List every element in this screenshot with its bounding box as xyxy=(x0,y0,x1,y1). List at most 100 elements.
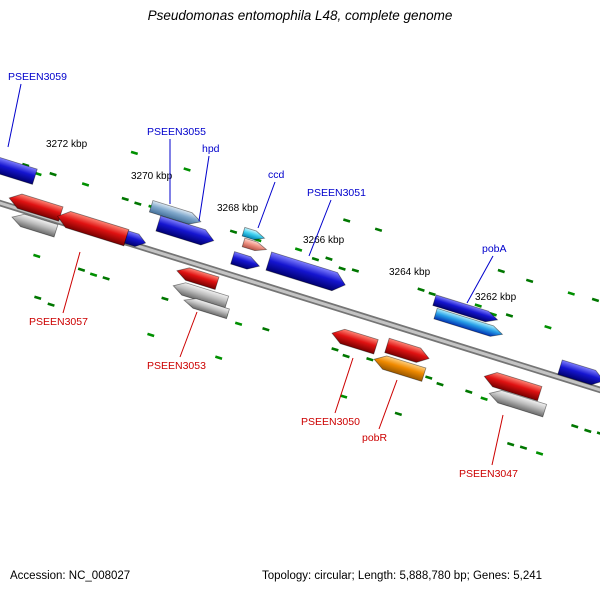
minor-feature-dash xyxy=(49,171,57,177)
minor-feature-dash xyxy=(519,445,528,450)
minor-feature-dash xyxy=(535,451,544,456)
gene-label[interactable]: PSEEN3050 xyxy=(301,416,360,428)
minor-feature-dash xyxy=(425,375,433,380)
minor-feature-dash xyxy=(89,272,98,277)
minor-feature-dash xyxy=(262,326,270,332)
gene-arrow[interactable] xyxy=(0,154,38,185)
minor-feature-dash xyxy=(571,423,579,429)
minor-feature-dash xyxy=(544,324,552,330)
minor-feature-dash xyxy=(506,441,515,447)
minor-feature-dash xyxy=(338,266,346,271)
minor-feature-dash xyxy=(130,150,139,156)
minor-feature-dash xyxy=(81,182,90,187)
minor-feature-dash xyxy=(331,347,339,352)
minor-feature-dash xyxy=(183,167,191,172)
minor-feature-dash xyxy=(591,297,600,303)
gene-arrow[interactable] xyxy=(171,279,230,310)
minor-feature-dash xyxy=(342,218,351,223)
minor-feature-dash xyxy=(229,229,238,235)
gene-arrow[interactable] xyxy=(241,226,266,242)
minor-feature-dash xyxy=(339,394,348,399)
label-leader-line xyxy=(308,199,332,257)
gene-arrow[interactable] xyxy=(241,237,268,254)
minor-feature-dash xyxy=(77,267,86,272)
minor-feature-dash xyxy=(342,353,350,359)
gene-arrow[interactable] xyxy=(330,326,379,355)
gene-label[interactable]: PSEEN3057 xyxy=(29,316,88,328)
minor-feature-dash xyxy=(325,256,333,261)
gene-arrow[interactable] xyxy=(183,295,230,320)
gene-label[interactable]: PSEEN3047 xyxy=(459,468,518,480)
gene-arrow[interactable] xyxy=(10,211,59,238)
gene-arrow[interactable] xyxy=(155,215,216,249)
gene-label[interactable]: hpd xyxy=(202,143,220,155)
minor-feature-dash xyxy=(234,321,243,327)
gene-label[interactable]: PSEEN3055 xyxy=(147,126,206,138)
ruler-tick-label: 3272 kbp xyxy=(46,139,88,150)
minor-feature-dash xyxy=(428,291,436,297)
label-leader-line xyxy=(179,311,198,358)
gene-arrow[interactable] xyxy=(557,359,600,388)
label-leader-line xyxy=(7,83,22,148)
label-leader-line xyxy=(491,414,504,466)
figure-title: Pseudomonas entomophila L48, complete ge… xyxy=(147,8,453,23)
ruler-tick-label: 3268 kbp xyxy=(217,203,259,214)
minor-feature-dash xyxy=(394,411,403,417)
minor-feature-dash xyxy=(311,256,320,262)
minor-feature-dash xyxy=(33,253,41,259)
gene-arrow[interactable] xyxy=(175,265,220,290)
gene-arrow[interactable] xyxy=(372,353,427,382)
label-leader-line xyxy=(466,255,494,304)
minor-feature-dash xyxy=(474,303,482,308)
minor-feature-dash xyxy=(584,428,592,434)
minor-feature-dash xyxy=(21,162,30,168)
gene-arrow[interactable] xyxy=(148,200,202,228)
minor-feature-dash xyxy=(596,431,600,435)
label-leader-line xyxy=(334,357,354,414)
minor-feature-dash xyxy=(497,268,506,274)
minor-feature-dash xyxy=(374,227,383,233)
minor-feature-dash xyxy=(294,247,303,252)
minor-feature-dash xyxy=(505,313,514,318)
genome-stats-text: Topology: circular; Length: 5,888,780 bp… xyxy=(262,570,543,582)
minor-feature-dash xyxy=(102,276,110,281)
accession-text: Accession: NC_008027 xyxy=(10,570,131,582)
minor-feature-dash xyxy=(34,295,42,301)
minor-feature-dash xyxy=(436,381,444,387)
gene-arrow[interactable] xyxy=(265,251,348,294)
gene-label[interactable]: PSEEN3059 xyxy=(8,71,67,83)
gene-arrow[interactable] xyxy=(432,294,499,325)
gene-arrow[interactable] xyxy=(487,387,548,418)
minor-feature-dash xyxy=(417,287,425,292)
minor-feature-dash xyxy=(480,396,488,401)
gene-label[interactable]: pobR xyxy=(362,432,388,444)
ruler-tick-label: 3262 kbp xyxy=(475,292,517,303)
minor-feature-dash xyxy=(351,268,360,273)
minor-feature-dash xyxy=(161,296,169,302)
minor-feature-dash xyxy=(47,302,55,307)
gene-label[interactable]: pobA xyxy=(482,243,507,255)
gene-label[interactable]: PSEEN3051 xyxy=(307,187,366,199)
minor-feature-dash xyxy=(134,201,142,206)
gene-arrow[interactable] xyxy=(7,191,64,222)
gene-arrow[interactable] xyxy=(124,230,148,249)
gene-arrow[interactable] xyxy=(55,208,130,247)
minor-feature-dash xyxy=(147,332,155,338)
minor-feature-dash xyxy=(525,278,534,284)
minor-feature-dash xyxy=(214,355,223,360)
gene-arrow[interactable] xyxy=(433,307,504,339)
ruler-tick-label: 3270 kbp xyxy=(131,171,173,182)
gene-arrow[interactable] xyxy=(230,251,262,273)
gene-label[interactable]: PSEEN3053 xyxy=(147,360,206,372)
gene-arrow[interactable] xyxy=(482,369,543,402)
gene-label[interactable]: ccd xyxy=(268,169,285,181)
ruler-tick-label: 3266 kbp xyxy=(303,235,345,246)
minor-feature-dash xyxy=(465,389,473,394)
minor-feature-dash xyxy=(121,196,129,202)
label-leader-line xyxy=(198,155,210,222)
label-leader-line xyxy=(257,181,276,229)
gene-arrow[interactable] xyxy=(384,337,431,365)
ruler-tick-label: 3264 kbp xyxy=(389,267,431,278)
